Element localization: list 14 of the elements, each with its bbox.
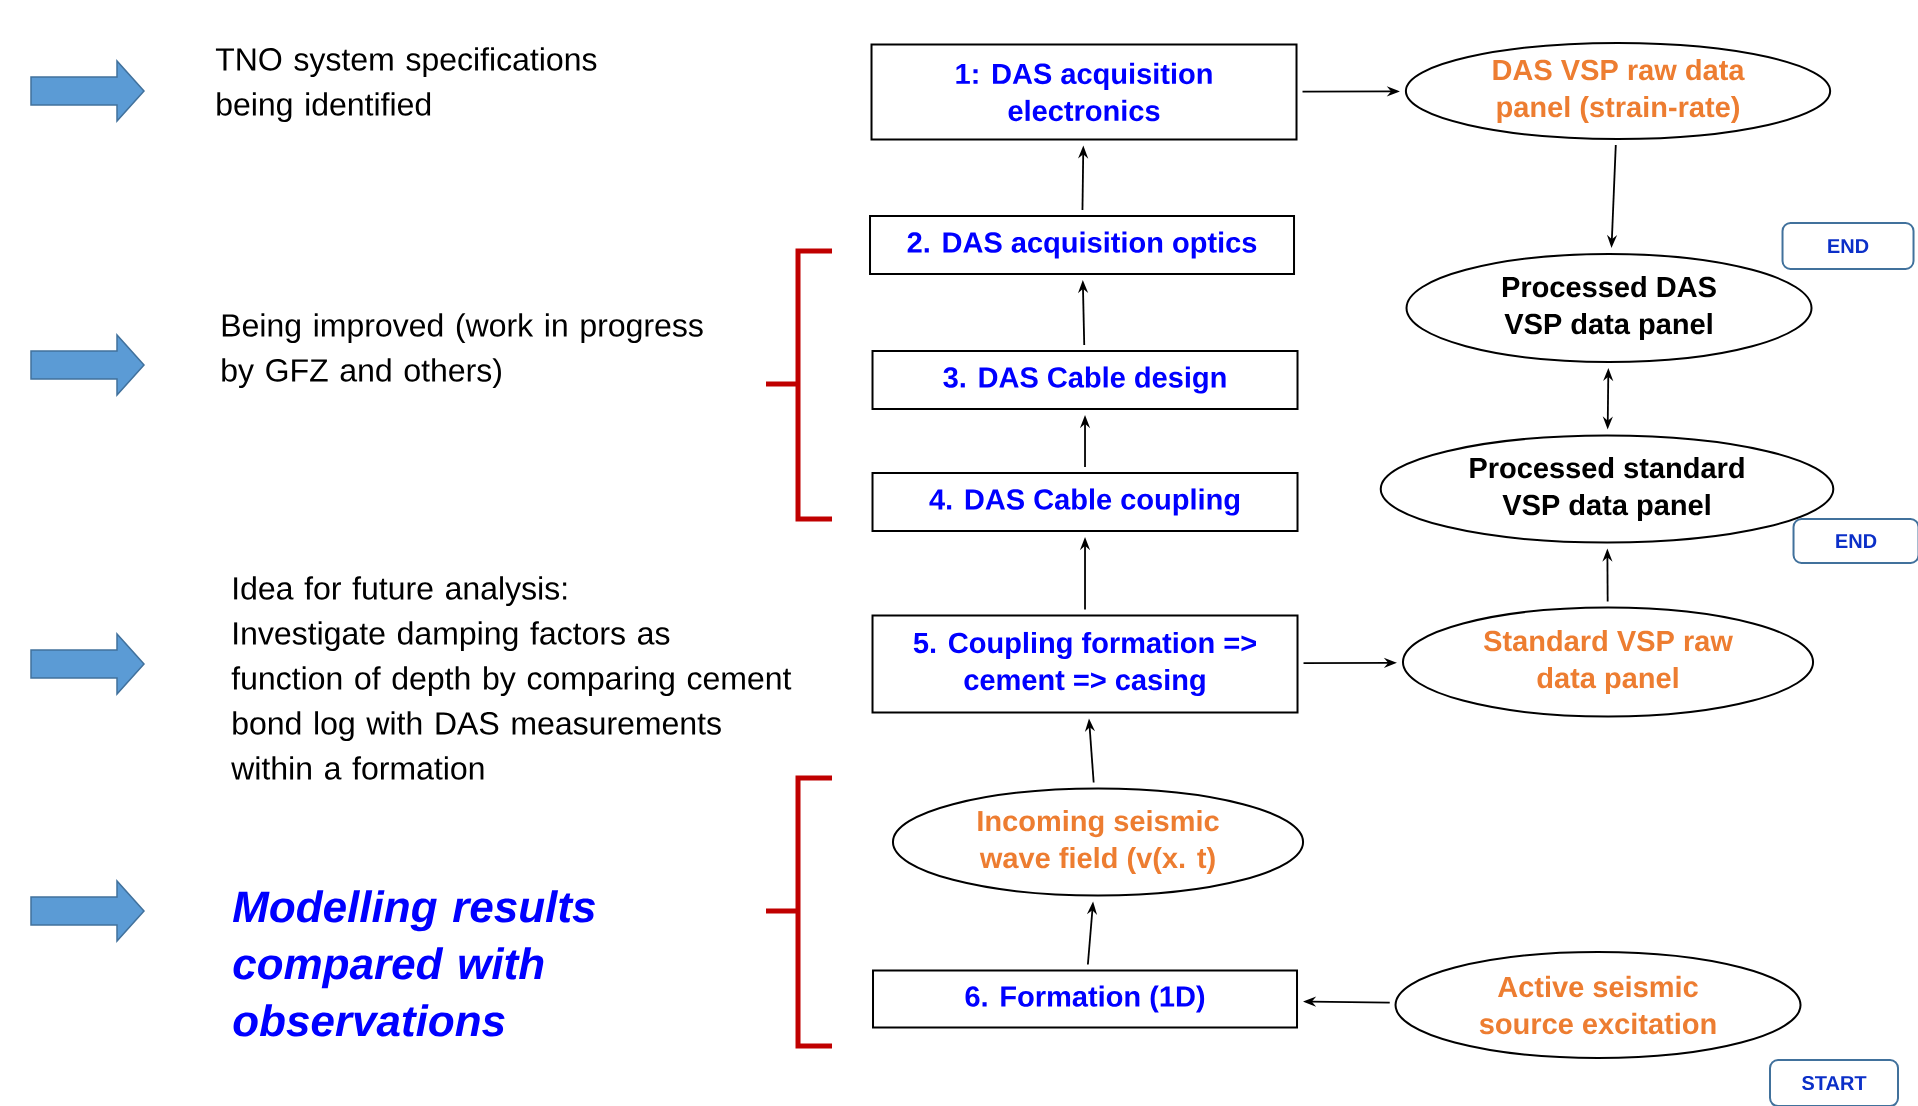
status-box: END bbox=[1792, 518, 1918, 564]
note-text: Idea for future analysis: bbox=[234, 576, 567, 607]
process-box: 6. Formation (1D) bbox=[872, 969, 1298, 1029]
note-text: Being improved (work in progress by GFZ and others) bbox=[222, 313, 703, 389]
status-box: START bbox=[1769, 1059, 1900, 1106]
note-text: TNO system specifications being identified bbox=[215, 47, 597, 122]
process-box: 5. Coupling formation => cement => casing bbox=[871, 614, 1299, 714]
note-text: Investigate damping factors as function of depth by comparing cement bond log with DAS measurements within a formation bbox=[231, 621, 792, 780]
status-box: END bbox=[1781, 222, 1915, 270]
process-box: 2. DAS acquisition optics bbox=[869, 215, 1295, 275]
heading-text: Modelling results compared with observations bbox=[232, 890, 595, 1037]
process-box: 4. DAS Cable coupling bbox=[871, 472, 1299, 532]
process-box: 1: DAS acquisition electronics bbox=[870, 43, 1298, 141]
process-box: 3. DAS Cable design bbox=[871, 350, 1299, 410]
